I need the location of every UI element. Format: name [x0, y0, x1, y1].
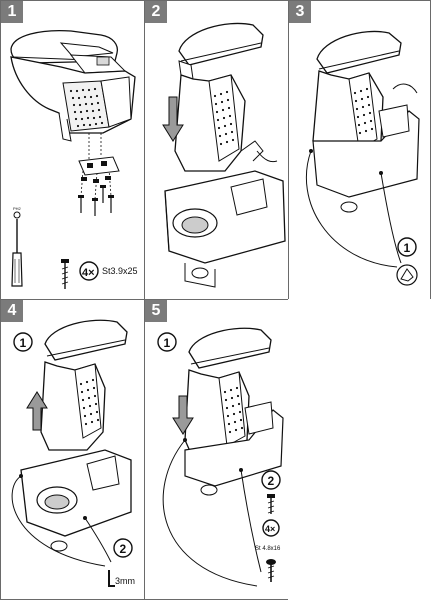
step-2-badge: 2 — [145, 1, 167, 23]
step-5-quantity: 4× — [265, 524, 275, 534]
step-4-substep-b: 2 — [120, 542, 127, 556]
step-4-panel: 4 1 2 3mm — [0, 299, 145, 600]
step-3-badge: 3 — [289, 1, 311, 23]
step-3-substep: 1 — [404, 241, 411, 255]
step-5-panel: 5 1 2 4× St 4. — [144, 299, 289, 600]
step-5-substep-a: 1 — [164, 336, 171, 350]
svg-text:PH2: PH2 — [13, 206, 22, 211]
step-5-badge: 5 — [145, 300, 167, 322]
empty-panel — [288, 299, 431, 600]
armrest-assembly-illustration: PH2 4× St3.9x25 — [10, 29, 138, 289]
step-4-badge: 4 — [1, 300, 23, 322]
step-1-panel: 1 — [0, 0, 145, 300]
armrest-removal-illustration: 1 2 3mm — [11, 319, 135, 587]
step-1-badge: 1 — [1, 1, 23, 23]
step-2-panel: 2 — [144, 0, 289, 300]
step-4-tool-label: 3mm — [115, 576, 135, 586]
armrest-lowered-illustration: 1 — [306, 30, 420, 286]
step-1-quantity: 4× — [82, 267, 95, 279]
step-5-substep-b: 2 — [268, 474, 275, 488]
step-4-substep-a: 1 — [20, 336, 27, 350]
step-5-screw-spec: St 4.8x16 — [255, 546, 281, 552]
step-1-screw-spec: St3.9x25 — [102, 266, 138, 276]
armrest-install-illustration — [162, 22, 286, 288]
step-3-panel: 3 1 — [288, 0, 431, 300]
armrest-final-illustration: 1 2 4× St 4.8x16 — [157, 327, 284, 587]
